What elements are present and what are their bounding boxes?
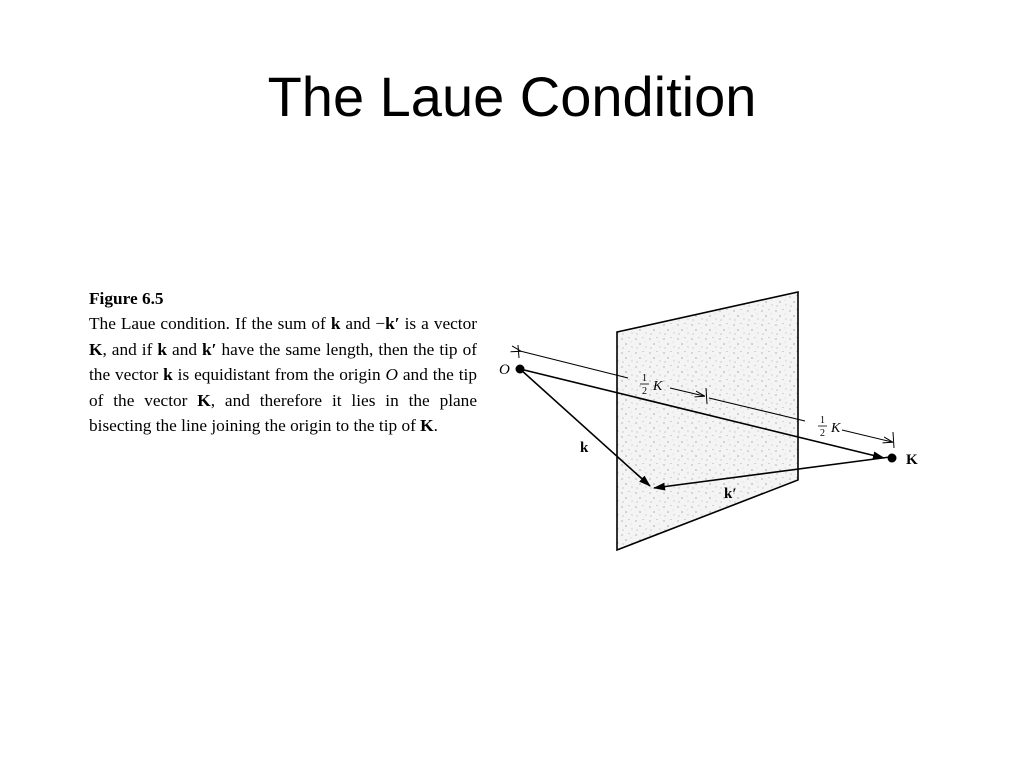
caption-segment: K — [89, 339, 103, 359]
caption-segment: The Laue condition. If the sum of — [89, 314, 331, 334]
half-K-label-first: 1 2 K — [640, 373, 663, 397]
half-K-second-numerator: 1 — [820, 415, 825, 426]
vector-k-line — [519, 368, 651, 487]
caption-segment: have the same length, then the tip of th… — [89, 339, 477, 385]
bisecting-plane — [616, 291, 799, 552]
caption-text: The Laue condition. If the sum of k and … — [89, 314, 477, 435]
caption-segment: k — [157, 339, 167, 359]
caption-segment: , and therefore it lies in the plane bis… — [89, 390, 477, 436]
origin-label: O — [499, 362, 510, 378]
half-K-first-numerator: 1 — [642, 373, 647, 384]
k-vector-label: k — [580, 440, 589, 456]
caption-segment: is equi­distant from the origin — [172, 365, 386, 385]
caption-segment: . — [433, 416, 438, 436]
half-K-first-denominator: 2 — [642, 386, 647, 397]
half-K-second-symbol: K — [830, 421, 841, 436]
laue-diagram: O K k k′ 1 2 K 1 2 K — [480, 280, 940, 570]
caption-segment: k — [163, 365, 173, 385]
dimension-tick-middle — [705, 387, 708, 405]
laue-diagram-svg: O K k k′ 1 2 K 1 2 K — [499, 291, 918, 552]
figure-label: Figure 6.5 — [89, 289, 164, 308]
caption-segment: k — [330, 314, 341, 334]
dimension-line-first-half-b — [669, 387, 704, 396]
half-K-label-second: 1 2 K — [818, 415, 841, 439]
caption-segment: k′ — [385, 314, 400, 334]
dimension-tick-origin — [517, 344, 520, 359]
half-K-first-symbol: K — [652, 379, 663, 394]
dimension-tick-end — [892, 431, 895, 449]
caption-segment: is a vector — [399, 314, 477, 334]
caption-segment: and − — [340, 314, 386, 334]
figure-caption: Figure 6.5 The Laue condition. If the su… — [89, 286, 477, 438]
kprime-vector-label: k′ — [724, 486, 737, 502]
dimension-line-second-half — [708, 397, 806, 422]
caption-segment: and the tip of the vector — [89, 365, 477, 410]
vector-kprime-line — [653, 456, 891, 491]
origin-point — [515, 364, 525, 374]
K-tip-point — [887, 453, 897, 463]
slide-title: The Laue Condition — [267, 65, 757, 128]
caption-segment: O — [385, 365, 398, 385]
caption-segment: k′ — [202, 339, 217, 359]
half-K-second-denominator: 2 — [820, 428, 825, 439]
K-tip-label: K — [906, 452, 918, 468]
caption-segment: K — [420, 416, 434, 436]
vector-K-line — [519, 368, 885, 460]
dimension-line-first-half — [520, 351, 629, 379]
caption-segment: and — [167, 339, 203, 359]
dimension-line-second-half-b — [841, 429, 892, 442]
caption-segment: K — [197, 390, 211, 410]
caption-segment: , and if — [102, 339, 158, 359]
